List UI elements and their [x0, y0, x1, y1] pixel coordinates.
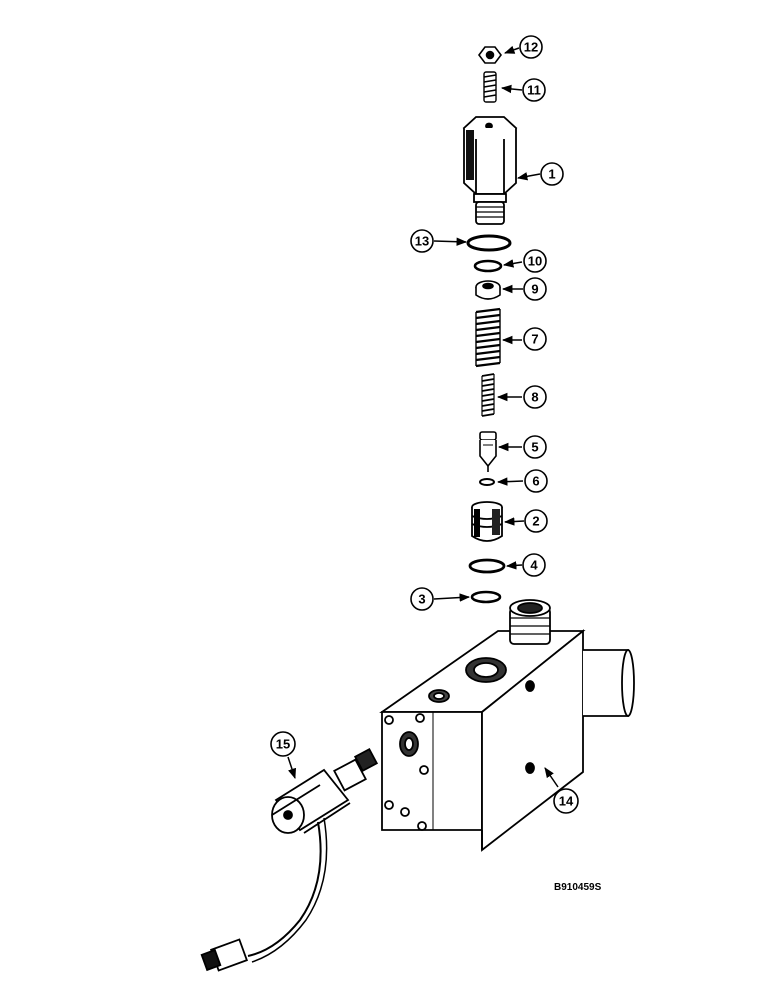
- part-9-seat: [475, 280, 501, 300]
- callout-11: 11: [522, 78, 546, 102]
- svg-text:13: 13: [415, 234, 429, 249]
- part-12-nut: [478, 46, 502, 64]
- callout-7: 7: [523, 327, 547, 351]
- svg-text:8: 8: [531, 390, 538, 405]
- part-7-spring: [475, 307, 501, 368]
- svg-text:5: 5: [531, 440, 538, 455]
- part-6-o-ring: [479, 478, 495, 486]
- svg-text:15: 15: [276, 737, 290, 752]
- part-4-o-ring: [468, 558, 506, 574]
- callout-8: 8: [523, 385, 547, 409]
- callout-5: 5: [523, 435, 547, 459]
- svg-text:1: 1: [548, 167, 555, 182]
- part-14-valve-body: [379, 599, 635, 852]
- part-10-o-ring: [473, 259, 503, 273]
- part-2-cartridge: [471, 501, 503, 542]
- callout-2: 2: [524, 509, 548, 533]
- svg-text:3: 3: [418, 592, 425, 607]
- svg-text:10: 10: [528, 254, 542, 269]
- callout-13: 13: [410, 229, 434, 253]
- svg-text:9: 9: [531, 282, 538, 297]
- svg-text:12: 12: [524, 40, 538, 55]
- svg-text:11: 11: [527, 83, 541, 98]
- svg-text:4: 4: [530, 558, 538, 573]
- callout-15: 15: [270, 731, 296, 757]
- callout-10: 10: [523, 249, 547, 273]
- part-1-hex-cap: [462, 116, 518, 225]
- svg-text:2: 2: [532, 514, 539, 529]
- callout-3: 3: [410, 587, 434, 611]
- figure-reference-code: B910459S: [554, 882, 602, 893]
- callout-4: 4: [522, 553, 546, 577]
- callout-6: 6: [524, 469, 548, 493]
- part-13-o-ring: [466, 234, 512, 252]
- callout-14: 14: [553, 788, 579, 814]
- svg-text:14: 14: [559, 794, 574, 809]
- part-11-screw: [483, 71, 497, 103]
- svg-text:6: 6: [532, 474, 539, 489]
- callout-9: 9: [523, 277, 547, 301]
- callout-1: 1: [540, 162, 564, 186]
- svg-text:7: 7: [531, 332, 538, 347]
- callout-12: 12: [519, 35, 543, 59]
- part-5-poppet: [479, 431, 497, 472]
- part-3-o-ring: [470, 590, 502, 604]
- part-15-solenoid: [200, 747, 379, 972]
- part-8-spring: [481, 373, 495, 417]
